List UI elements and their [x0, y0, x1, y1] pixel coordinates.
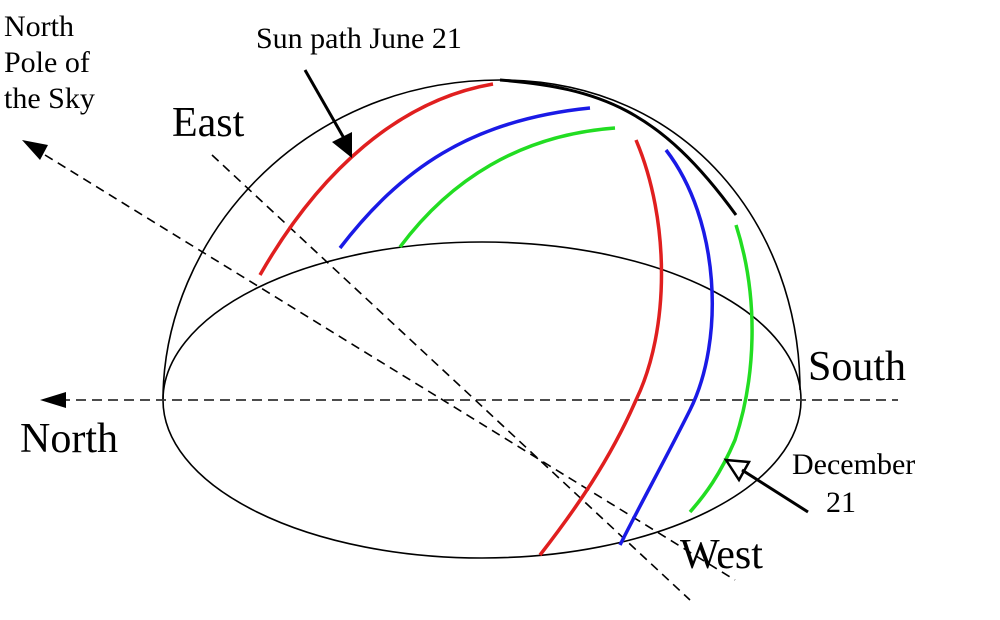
pole-label-line3: the Sky — [4, 82, 95, 115]
east-west-line — [211, 154, 691, 601]
sun-path-june-label: Sun path June 21 — [256, 22, 462, 55]
equinox-sun-path-morning — [338, 106, 591, 250]
december-label-line2: 21 — [826, 486, 856, 519]
north-label: North — [20, 416, 118, 462]
december-pointer-head — [723, 458, 752, 483]
june-pointer-line — [303, 69, 347, 141]
june-21-sun-path-afternoon — [538, 139, 664, 557]
pole-arrowhead — [22, 140, 48, 160]
meridian-arc — [499, 78, 738, 216]
june-21-sun-path-morning — [258, 82, 494, 276]
pole-axis-line — [44, 154, 736, 581]
december-pointer-line — [741, 468, 809, 514]
north-arrowhead — [40, 392, 66, 408]
west-label: West — [680, 532, 763, 578]
december-21-sun-path-morning — [398, 126, 616, 249]
pole-label-line2: Pole of — [4, 46, 90, 79]
pole-label-line1: North — [4, 10, 74, 43]
east-label: East — [172, 100, 245, 146]
december-label-line1: December — [792, 448, 915, 481]
equinox-sun-path-afternoon — [618, 148, 715, 546]
december-21-sun-path-afternoon — [688, 224, 754, 514]
june-pointer-head — [332, 132, 352, 158]
south-label: South — [808, 344, 906, 390]
